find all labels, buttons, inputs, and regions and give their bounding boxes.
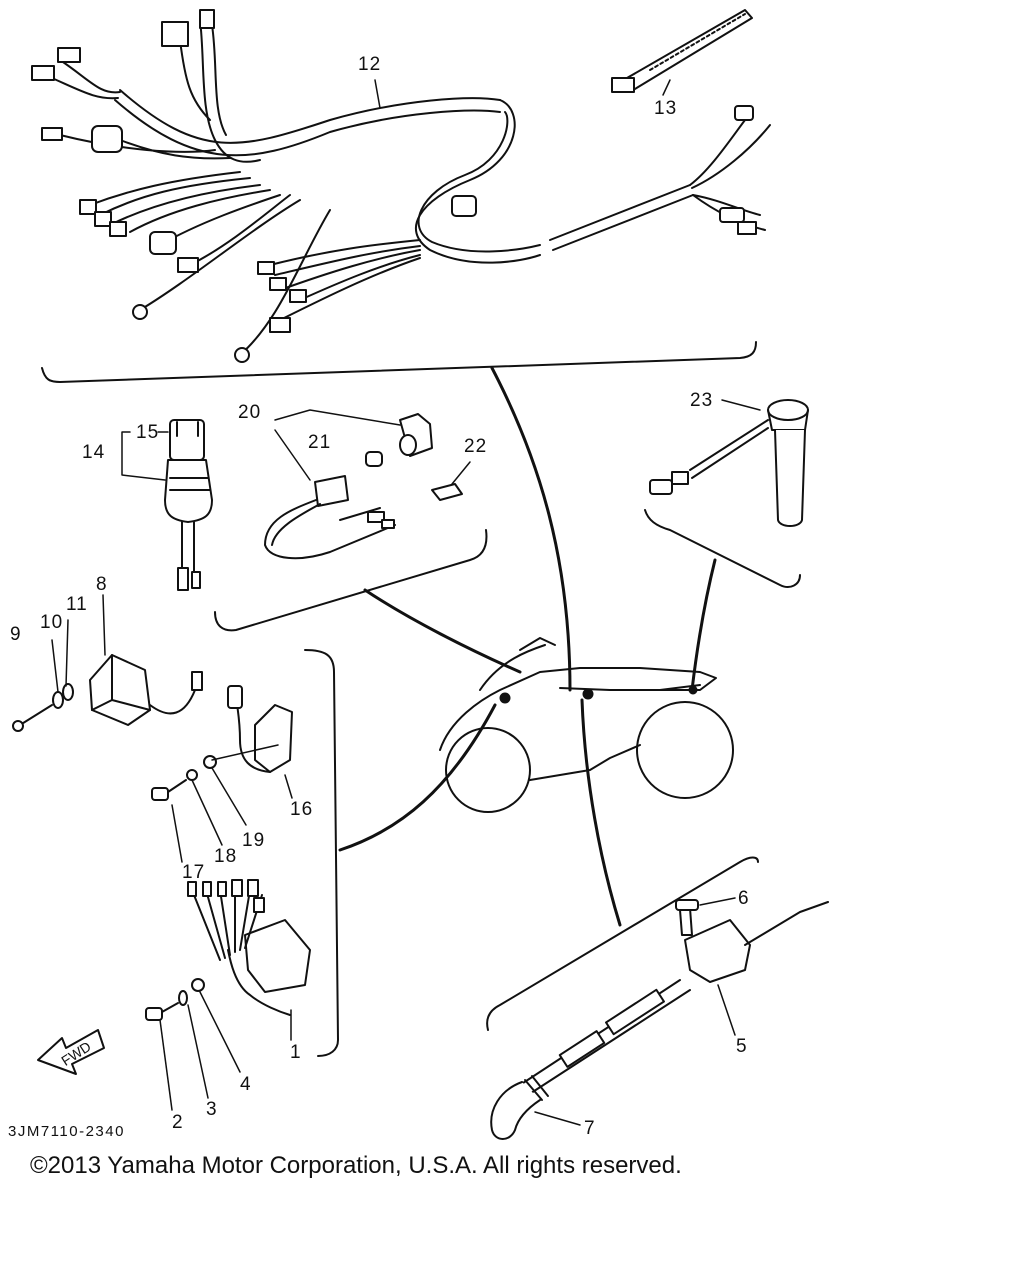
wire-harness xyxy=(31,9,541,363)
callout-numbers: 1 2 3 4 5 6 7 8 9 10 11 12 13 14 15 16 1… xyxy=(10,54,750,1139)
callout-12: 12 xyxy=(358,54,381,75)
callout-22: 22 xyxy=(464,436,487,457)
sub-harness xyxy=(549,105,771,251)
rectifier-unit xyxy=(145,879,311,1021)
callout-19: 19 xyxy=(242,830,265,851)
callout-6: 6 xyxy=(738,888,750,909)
callout-3: 3 xyxy=(206,1099,218,1120)
callout-1: 1 xyxy=(290,1042,302,1063)
callout-20: 20 xyxy=(238,402,261,423)
callout-leaders xyxy=(51,79,736,1126)
machine-outline xyxy=(439,637,734,813)
leader-lines xyxy=(338,366,717,927)
cdi-unit xyxy=(12,594,203,732)
callout-17: 17 xyxy=(182,862,205,883)
throttle-grip xyxy=(649,399,809,527)
ignition-group-bracket xyxy=(486,856,759,1031)
copyright-notice: ©2013 Yamaha Motor Corporation, U.S.A. A… xyxy=(30,1152,682,1179)
callout-13: 13 xyxy=(654,98,677,119)
callout-9: 9 xyxy=(10,624,22,645)
callout-8: 8 xyxy=(96,574,108,595)
switch-set xyxy=(264,409,433,560)
grip-group-bracket xyxy=(644,509,801,588)
main-switch xyxy=(121,419,213,591)
callout-16: 16 xyxy=(290,799,313,820)
callout-4: 4 xyxy=(240,1074,252,1095)
harness-group-bracket xyxy=(41,341,757,383)
band-strap xyxy=(611,9,753,93)
ignition-coil xyxy=(151,685,293,801)
callout-14: 14 xyxy=(82,442,105,463)
diagram-code: 3JM7110-2340 xyxy=(8,1123,125,1140)
callout-21: 21 xyxy=(308,432,331,453)
spark-plug-cap-assembly xyxy=(490,899,829,1140)
electrical-group-bracket xyxy=(304,649,339,1057)
switch-group-bracket xyxy=(214,529,488,632)
callout-18: 18 xyxy=(214,846,237,867)
callout-23: 23 xyxy=(690,390,713,411)
callout-15: 15 xyxy=(136,422,159,443)
callout-7: 7 xyxy=(584,1118,596,1139)
callout-10: 10 xyxy=(40,612,63,633)
fwd-arrow-icon xyxy=(37,1029,105,1075)
callout-11: 11 xyxy=(66,594,88,615)
plate xyxy=(431,461,471,501)
callout-2: 2 xyxy=(172,1112,184,1133)
callout-5: 5 xyxy=(736,1036,748,1057)
